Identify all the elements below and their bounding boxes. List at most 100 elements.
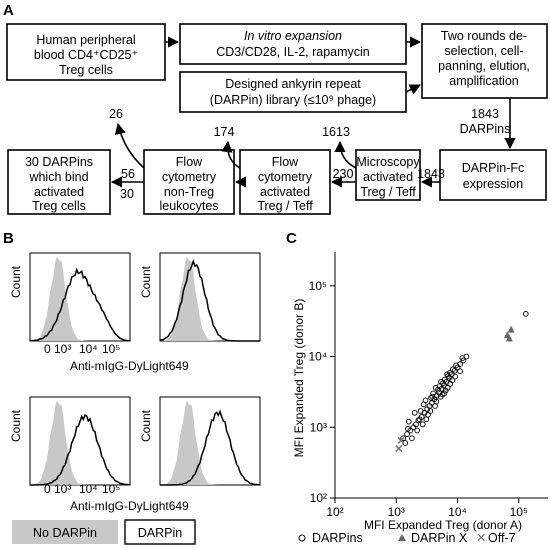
legend-darpin-x: DARPin X [411,531,468,545]
scatter-ytick-label: 10³ [310,420,327,434]
box8-line4: leukocytes [159,199,218,213]
scatter-point [414,427,421,434]
box6-line1: Microscopy [356,155,420,169]
count-230: 230 [333,167,354,181]
histogram-no-darpin-fill [30,256,130,341]
scatter-point [415,417,422,424]
arrow-3 [405,84,422,95]
hist-tick-4-b: 10⁴ [79,482,98,496]
box7-line3: activated [260,185,310,199]
count-26: 26 [109,107,123,121]
histogram-3 [29,396,131,486]
scatter-ytick-label: 10⁵ [309,279,327,293]
series-darpins [400,311,529,446]
scatter-xtick-label: 10² [326,505,343,519]
histogram-no-darpin-fill [160,256,260,341]
count-174: 174 [214,125,235,139]
panel-label-b: B [3,230,14,247]
box-human-blood [6,23,166,81]
box8-line3: non-Treg [164,185,214,199]
scatter-plot [330,252,548,503]
box1-line3: Treg cells [59,63,113,77]
scatter-point [400,435,407,442]
box5-line2: expression [463,177,523,191]
scatter-point [411,409,418,416]
legend-darpins-marker [298,534,306,542]
scatter-point [430,390,436,397]
scatter-xtick-label: 10³ [388,505,405,519]
scatter-point [452,373,459,380]
histogram-darpin-line [160,409,261,486]
scatter-point [505,334,513,342]
scatter-labels: MFI Expanded Treg (donor B) MFI Expanded… [292,299,522,532]
box7-line4: Treg / Teff [257,199,313,213]
count-1843-top: 1843 [471,107,499,121]
scatter-legend: DARPins DARPin X ✕ Off-7 [298,531,516,545]
scatter-point [429,393,436,400]
legend-off7-marker: ✕ [476,531,486,545]
scatter-point [450,366,456,373]
branch-arrow-1613 [334,140,357,169]
scatter-point [453,362,460,369]
hist-tick-0-b: 0 [44,482,51,496]
legend-darpins: DARPins [312,531,363,545]
legend-darpin: DARPin [138,526,183,540]
box3-line3: panning, elution, [438,59,530,73]
box9-line4: Treg cells [32,199,86,213]
hist-ylabel-3: Count [9,409,23,442]
count-1613: 1613 [322,125,350,139]
scatter-point [457,368,463,375]
scatter-point [444,385,451,391]
hist-ylabel-2: Count [139,265,153,298]
flow-texts: Human peripheral blood CD4⁺CD25⁺ Treg ce… [25,29,530,213]
panel-label-c: C [286,230,297,247]
legend-off7: Off-7 [488,531,516,545]
hist-tick-0-a: 0 [44,342,51,356]
box5-line1: DARPin-Fc [462,161,525,175]
histogram-1 [29,252,131,342]
scatter-point [428,395,434,401]
scatter-point [422,397,429,404]
histogram-panels [29,252,261,486]
hist-tick-5-b: 10⁵ [102,482,120,496]
scatter-point [405,425,411,432]
scatter-point [423,416,430,423]
box3-line1: Two rounds de- [441,29,527,43]
scatter-xtick-label: 10⁴ [448,505,467,519]
scatter-point [427,408,434,414]
hist-ylabel-4: Count [139,409,153,442]
branch-arrow-174 [221,140,241,169]
scatter-point [522,311,529,317]
scatter-point [413,421,419,428]
scatter-ytick-label: 10⁴ [308,350,327,364]
histogram-darpin-line [30,414,130,486]
histogram-darpin-line [29,267,131,342]
hist-xlabel-2: Anti-mIgG-DyLight649 [70,499,189,513]
scatter-ylabel: MFI Expanded Treg (donor B) [292,299,306,458]
count-30: 30 [120,187,134,201]
box4-line2: (DARPin) library (≤10⁹ phage) [210,93,376,107]
scatter-point [507,325,515,333]
box-deselection [421,23,548,99]
branch-arrow-26 [114,122,145,169]
box6-line2: activated [363,170,413,184]
scatter-point [432,385,439,391]
scatter-point [433,398,440,405]
scatter-point [444,371,451,378]
scatter-point [449,377,456,384]
legend-no-darpin: No DARPin [33,526,97,540]
scatter-point [404,431,410,437]
hist-ylabel-1: Count [9,265,23,298]
scatter-point [438,378,444,385]
box9-line3: activated [34,185,84,199]
hist-tick-3-b: 10³ [54,482,71,496]
box-in-vitro-expansion [179,23,407,65]
count-56: 56 [121,167,135,181]
box8-line1: Flow [176,155,203,169]
histogram-no-darpin-fill [30,400,130,485]
scatter-point [459,355,466,361]
legend-no-darpin-swatch [12,520,118,544]
box7-line1: Flow [272,155,299,169]
